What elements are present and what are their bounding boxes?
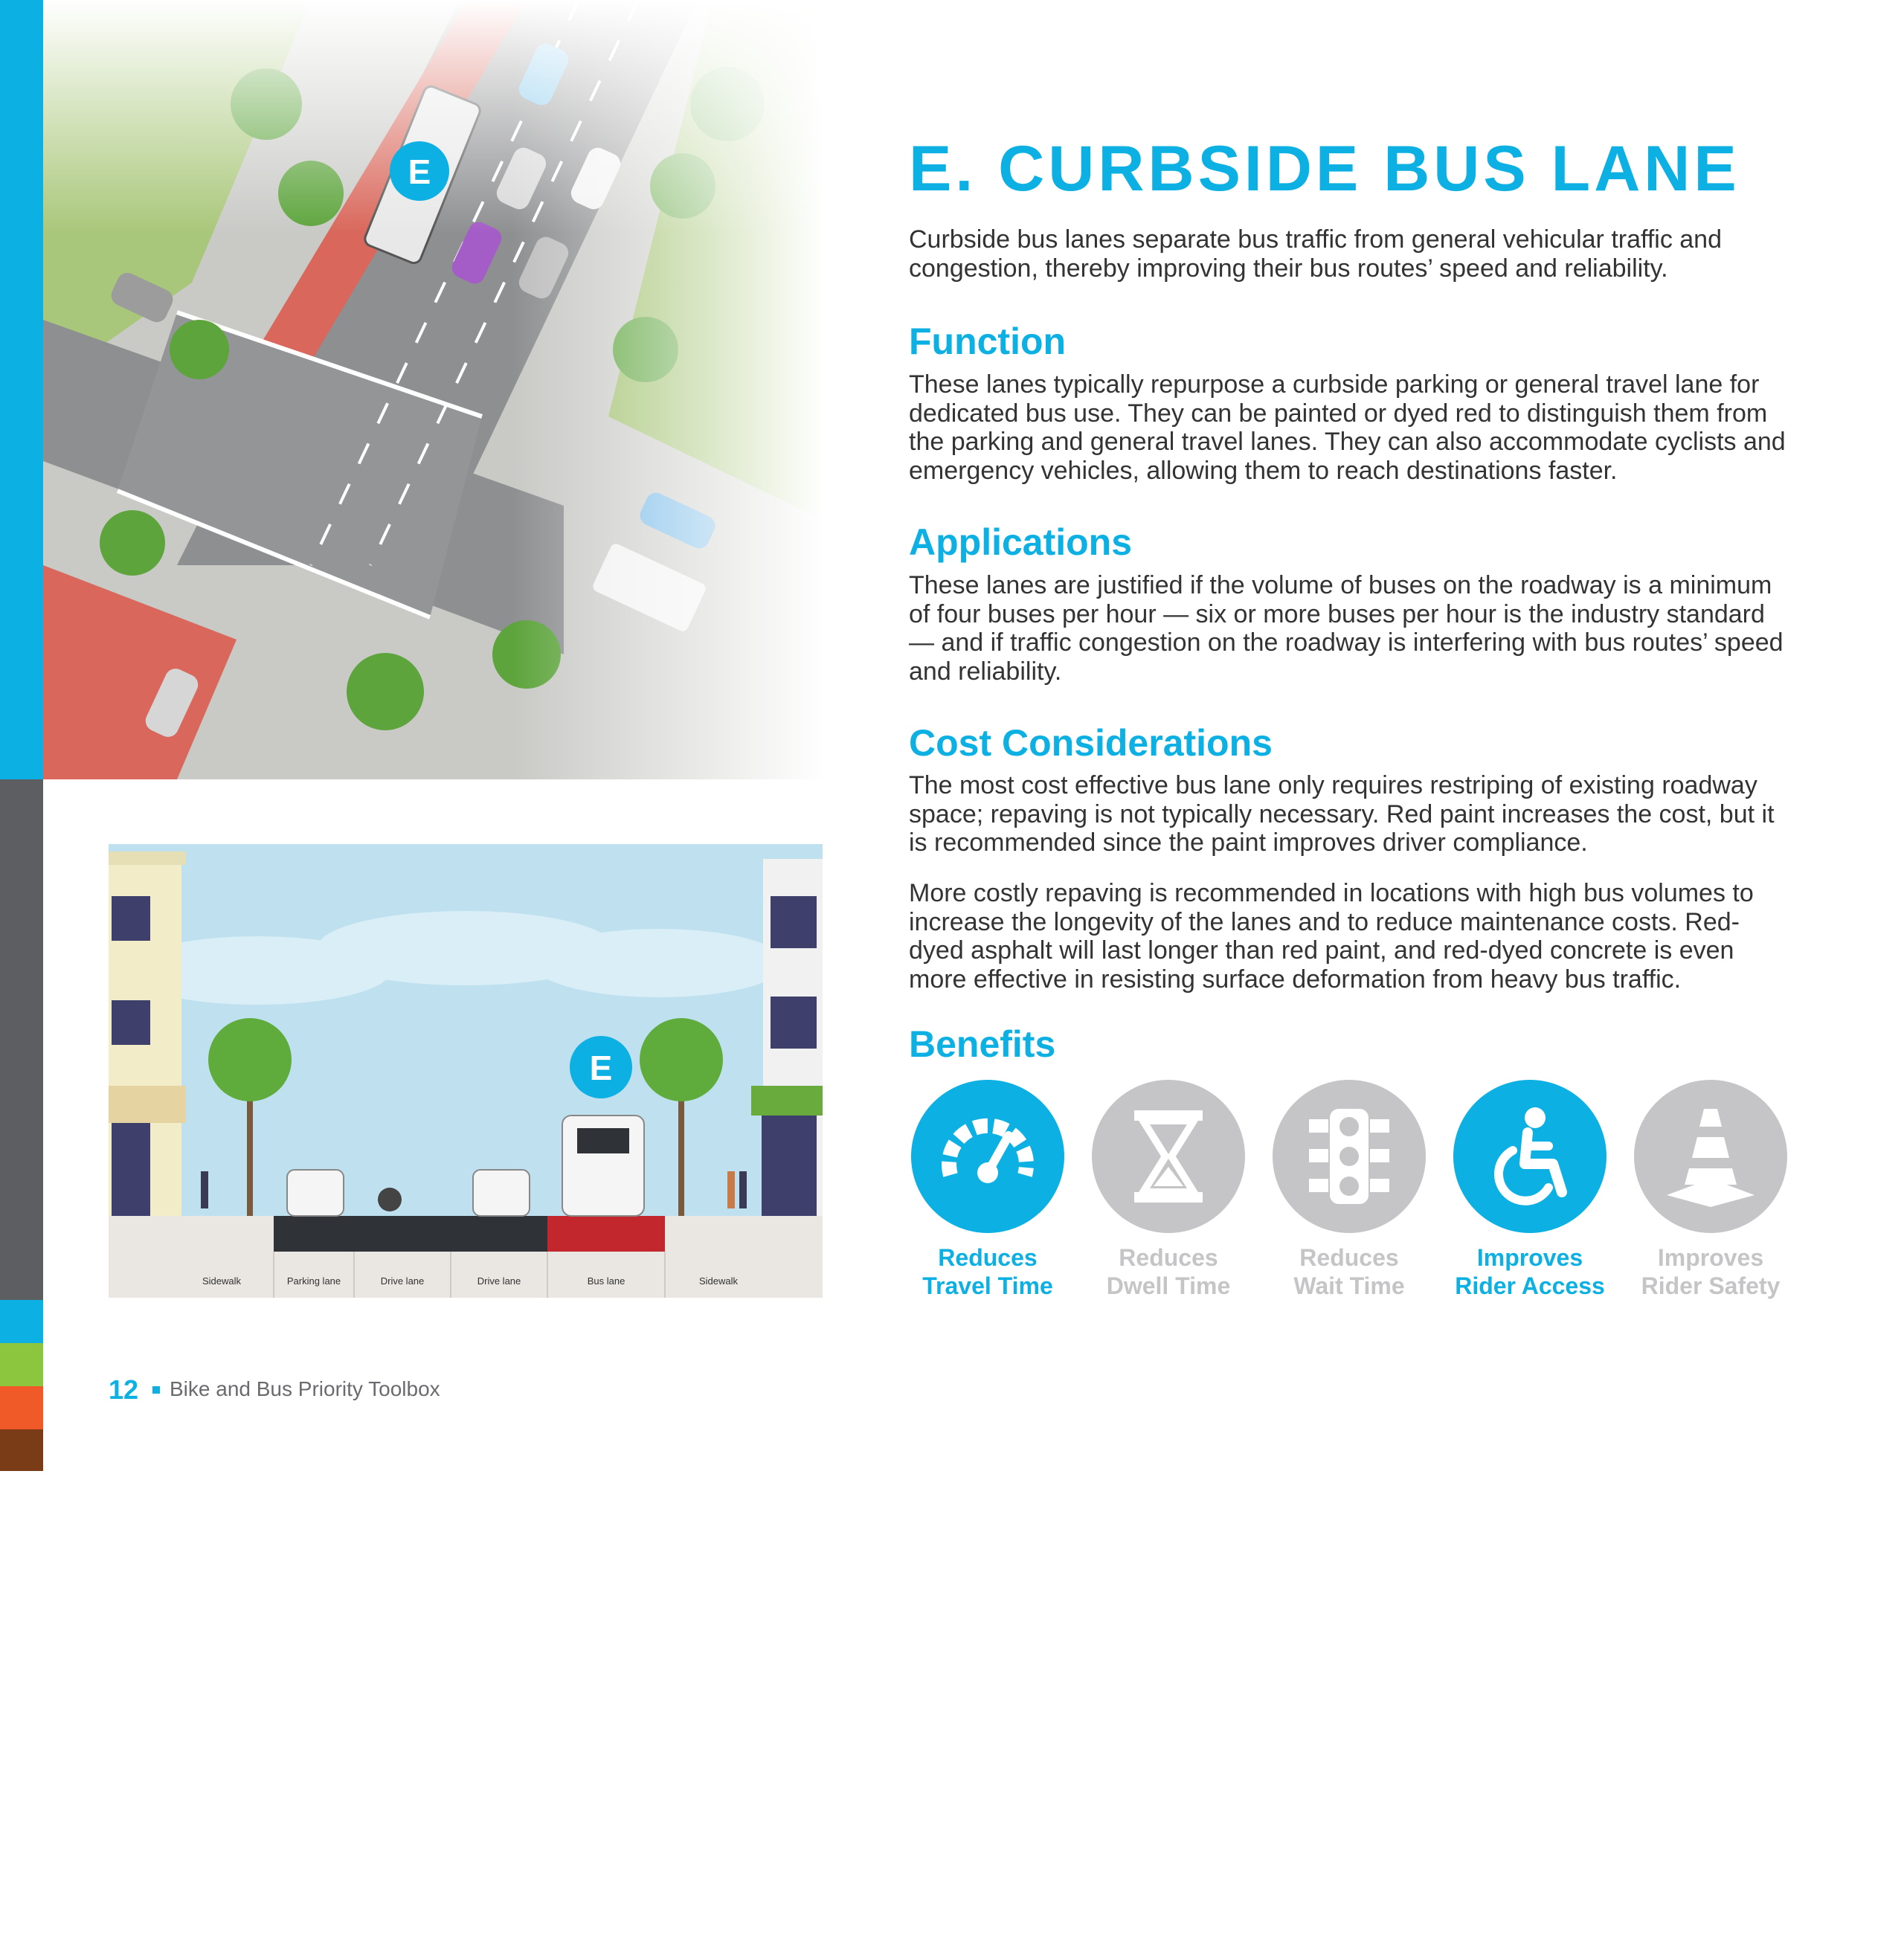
- intro-paragraph: Curbside bus lanes separate bus traffic …: [909, 225, 1722, 283]
- aerial-marker-e: [390, 141, 449, 201]
- street-cross-section-illustration: E Sidewalk Parking lane Drive lane Drive…: [109, 844, 823, 1298]
- traffic-light-icon: [1309, 1109, 1389, 1204]
- function-paragraph: These lanes typically repurpose a curbsi…: [909, 370, 1786, 485]
- wheelchair-icon: [1493, 1107, 1567, 1206]
- cost-heading: Cost Considerations: [909, 722, 1273, 764]
- page-title: E. CURBSIDE BUS LANE: [909, 133, 1740, 205]
- aerial-marker-label: E: [408, 152, 431, 191]
- applications-paragraph: These lanes are justified if the volume …: [909, 571, 1784, 686]
- applications-heading: Applications: [909, 521, 1133, 563]
- benefits-heading: Benefits: [909, 1023, 1056, 1065]
- section-marker-label: E: [590, 1049, 613, 1087]
- benefit-circle: [1092, 1080, 1245, 1233]
- lane-label-drive-1: Drive lane: [381, 1275, 425, 1287]
- benefit-circle: [1273, 1080, 1426, 1233]
- section-marker-e: [570, 1036, 632, 1098]
- side-tab-label: E. CURBSIDE BUS LANE: [10, 1697, 33, 1941]
- cost-paragraph-2: More costly repaving is recommended in l…: [909, 879, 1754, 994]
- benefit-circle: [911, 1080, 1064, 1233]
- lane-label-sidewalk-left: Sidewalk: [202, 1275, 242, 1287]
- lane-label-drive-2: Drive lane: [477, 1275, 521, 1287]
- edge-blue: [0, 1300, 43, 1343]
- edge-green: [0, 1343, 43, 1386]
- edge-blue-top: [0, 0, 43, 779]
- edge-brown: [0, 1429, 43, 1471]
- lane-label-sidewalk-right: Sidewalk: [699, 1275, 739, 1287]
- cost-paragraph-1: The most cost effective bus lane only re…: [909, 771, 1775, 857]
- footer-separator: [152, 1386, 160, 1394]
- aerial-intersection-illustration: E: [43, 0, 824, 779]
- benefit-circle: [1634, 1080, 1787, 1233]
- traffic-cone-icon: [1667, 1109, 1755, 1207]
- hourglass-icon: [1134, 1110, 1203, 1203]
- lane-label-bus: Bus lane: [588, 1275, 625, 1287]
- benefit-circle: [1453, 1080, 1606, 1233]
- side-tab: E. CURBSIDE BUS LANE: [0, 779, 43, 1941]
- edge-orange: [0, 1386, 43, 1429]
- page-number: 12: [109, 1374, 139, 1405]
- function-heading: Function: [909, 321, 1067, 362]
- lane-label-parking: Parking lane: [287, 1275, 341, 1287]
- speedometer-icon: [942, 1118, 1034, 1183]
- footer-title: Bike and Bus Priority Toolbox: [170, 1377, 440, 1400]
